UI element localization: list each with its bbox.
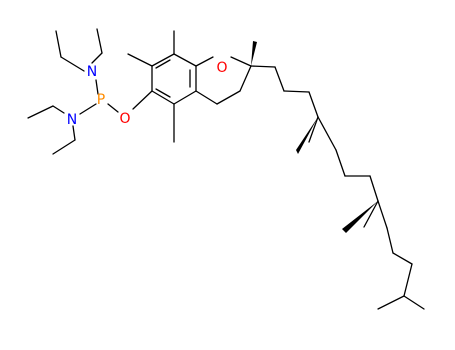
bond xyxy=(79,103,97,115)
side-chain xyxy=(250,65,425,310)
bond xyxy=(308,116,319,143)
bond xyxy=(386,227,394,254)
bond xyxy=(216,90,241,105)
bond xyxy=(392,252,413,265)
ring-methyls xyxy=(127,30,175,143)
ethyl-bond xyxy=(91,52,103,64)
bond xyxy=(377,200,388,229)
bond xyxy=(377,295,405,310)
bond xyxy=(317,116,337,151)
bond xyxy=(308,91,319,118)
double-bond-inner xyxy=(155,59,171,69)
bond xyxy=(363,200,379,228)
oxygen-phosphite-label: O xyxy=(119,111,130,127)
double-bond-inner xyxy=(155,88,171,98)
bond xyxy=(195,56,214,67)
ethyl-bond xyxy=(55,30,62,58)
bond xyxy=(95,79,99,95)
oxygen-ring-label: O xyxy=(216,60,227,76)
nitrogen-lower-label: N xyxy=(67,112,77,128)
bond xyxy=(403,295,425,310)
phosphite-group xyxy=(27,28,153,155)
bond xyxy=(195,90,218,105)
bond xyxy=(107,103,119,113)
bond xyxy=(239,65,252,92)
wedge-bond xyxy=(251,41,257,66)
bond xyxy=(274,66,285,92)
bond xyxy=(283,90,310,93)
atom-labels: O O P N N xyxy=(67,60,228,128)
nitrogen-upper-label: N xyxy=(87,64,97,80)
bond xyxy=(151,53,175,67)
bond xyxy=(173,90,197,105)
ethyl-bond xyxy=(72,125,76,141)
bond xyxy=(173,53,197,67)
ethyl-bond xyxy=(52,105,65,114)
ethyl-bond xyxy=(52,139,76,155)
bond xyxy=(230,56,252,67)
bond xyxy=(335,149,346,177)
aromatic-ring xyxy=(151,53,197,105)
bond xyxy=(132,90,153,110)
methyl-bond xyxy=(127,53,153,67)
ethyl-bond xyxy=(96,28,103,54)
ethyl-bond xyxy=(27,105,54,119)
phosphorus-label: P xyxy=(97,92,105,108)
ethyl-bond xyxy=(60,56,85,72)
bond xyxy=(250,65,276,68)
wedge-bond xyxy=(296,117,318,154)
pyran-ring xyxy=(195,41,257,105)
bond xyxy=(151,90,175,105)
wedge-bond xyxy=(342,201,378,233)
bond xyxy=(369,175,379,202)
bond xyxy=(403,263,413,297)
